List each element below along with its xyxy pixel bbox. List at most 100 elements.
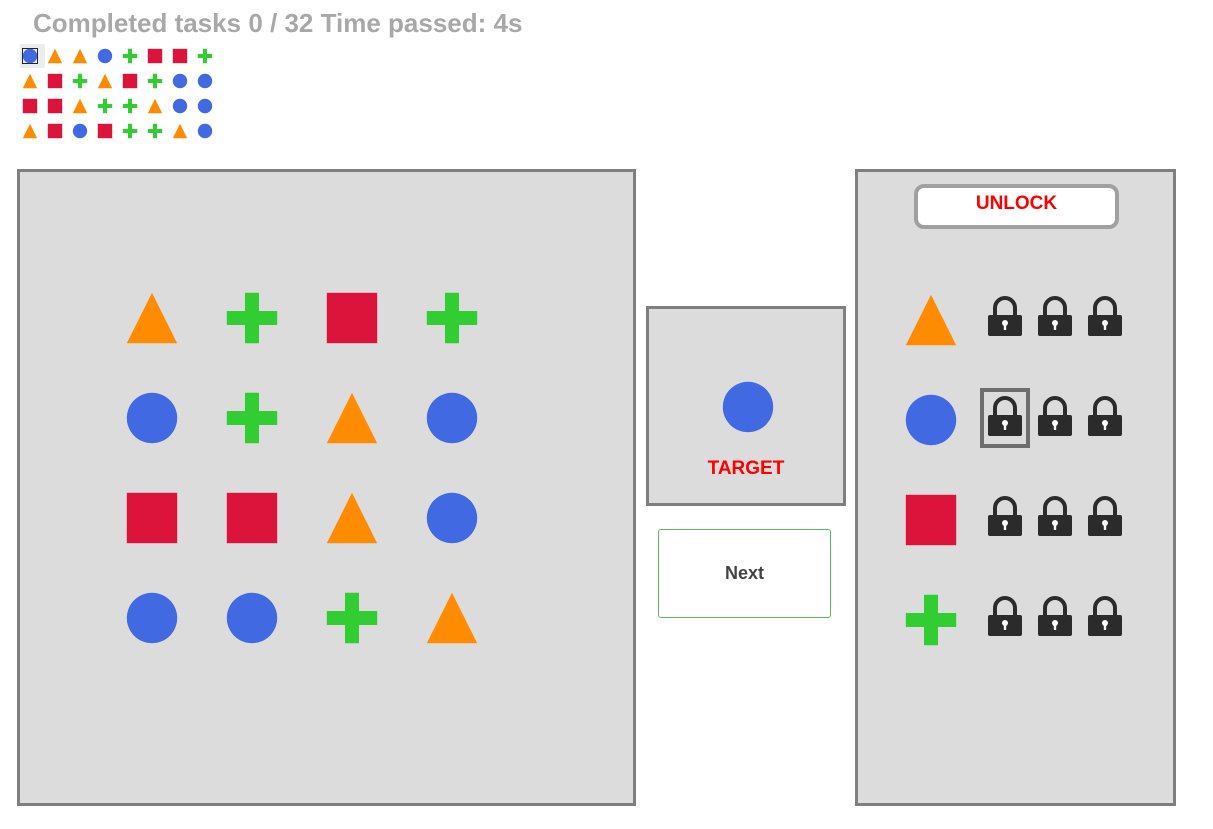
sequence-item (70, 69, 95, 93)
sequence-item (95, 94, 120, 118)
sequence-item (195, 94, 220, 118)
sequence-item (45, 44, 70, 68)
padlock-icon (988, 596, 1022, 636)
lock-button[interactable] (1030, 388, 1080, 448)
padlock-icon (1038, 296, 1072, 336)
sequence-item (20, 69, 45, 93)
sequence-item (95, 44, 120, 68)
square-icon (172, 48, 188, 64)
cross-icon (72, 73, 88, 89)
unlock-button[interactable]: UNLOCK (914, 184, 1119, 229)
grid-cell-cross (317, 583, 387, 653)
square-icon (326, 292, 378, 344)
lock-button[interactable] (1030, 288, 1080, 348)
padlock-icon (988, 496, 1022, 536)
circle-icon (722, 381, 774, 433)
target-label: TARGET (707, 458, 785, 479)
padlock-icon (1088, 596, 1122, 636)
grid-cell-square (117, 483, 187, 553)
circle-icon (226, 592, 278, 644)
sequence-item (120, 94, 145, 118)
grid-cell-circle (417, 383, 487, 453)
cross-icon (122, 48, 138, 64)
cross-icon (122, 98, 138, 114)
sequence-item (170, 44, 195, 68)
grid-cell-triangle (417, 583, 487, 653)
grid-cell-square (217, 483, 287, 553)
triangle-icon (326, 492, 378, 544)
next-button[interactable]: Next (658, 529, 831, 618)
lock-button[interactable] (1030, 488, 1080, 548)
sequence-item (145, 119, 170, 143)
sequence-item (120, 69, 145, 93)
cross-icon (426, 292, 478, 344)
cross-icon (147, 73, 163, 89)
sequence-item (120, 119, 145, 143)
cross-icon (905, 594, 957, 646)
grid-cell-circle (117, 583, 187, 653)
sequence-item (120, 44, 145, 68)
sequence-item (20, 94, 45, 118)
square-icon (47, 123, 63, 139)
padlock-icon (1038, 396, 1072, 436)
lock-button[interactable] (1080, 588, 1130, 648)
lock-button[interactable] (1080, 388, 1130, 448)
cross-icon (226, 292, 278, 344)
lock-panel: UNLOCK (855, 169, 1176, 806)
cross-icon (122, 123, 138, 139)
triangle-icon (326, 392, 378, 444)
padlock-icon (1088, 396, 1122, 436)
lock-button[interactable] (1030, 588, 1080, 648)
sequence-item (70, 119, 95, 143)
sequence-item (20, 119, 45, 143)
lock-button[interactable] (1080, 488, 1130, 548)
circle-icon (905, 394, 957, 446)
cross-icon (226, 392, 278, 444)
sequence-item (145, 69, 170, 93)
grid-cell-triangle (317, 483, 387, 553)
sequence-item (45, 94, 70, 118)
circle-icon (72, 123, 88, 139)
lock-button[interactable] (980, 388, 1030, 448)
triangle-icon (97, 73, 113, 89)
sequence-item (170, 69, 195, 93)
completed-label: Completed tasks (33, 8, 242, 38)
grid-cell-circle (217, 583, 287, 653)
triangle-icon (172, 123, 188, 139)
sequence-item (170, 119, 195, 143)
sequence-item (95, 119, 120, 143)
lock-row-shape-circle (896, 385, 966, 455)
triangle-icon (147, 98, 163, 114)
padlock-icon (1038, 596, 1072, 636)
lock-button[interactable] (980, 488, 1030, 548)
padlock-icon (1038, 496, 1072, 536)
triangle-icon (22, 73, 38, 89)
circle-icon (426, 492, 478, 544)
time-label: Time passed: (320, 8, 487, 38)
target-panel: TARGET (646, 306, 846, 506)
lock-button[interactable] (980, 588, 1030, 648)
lock-button[interactable] (1080, 288, 1130, 348)
lock-row-shape-square (896, 485, 966, 555)
grid-cell-square (317, 283, 387, 353)
square-icon (122, 73, 138, 89)
circle-icon (197, 73, 213, 89)
lock-row-shape-triangle (896, 285, 966, 355)
sequence-item (70, 44, 95, 68)
triangle-icon (905, 294, 957, 346)
square-icon (47, 98, 63, 114)
circle-icon (172, 98, 188, 114)
padlock-icon (988, 396, 1022, 436)
sequence-item (170, 94, 195, 118)
sequence-item (145, 44, 170, 68)
lock-button[interactable] (980, 288, 1030, 348)
sequence-item (145, 94, 170, 118)
sequence-item (195, 44, 220, 68)
circle-icon (197, 123, 213, 139)
sequence-item (195, 69, 220, 93)
triangle-icon (72, 48, 88, 64)
grid-cell-cross (417, 283, 487, 353)
sequence-item (20, 44, 45, 68)
circle-icon (197, 98, 213, 114)
square-icon (226, 492, 278, 544)
